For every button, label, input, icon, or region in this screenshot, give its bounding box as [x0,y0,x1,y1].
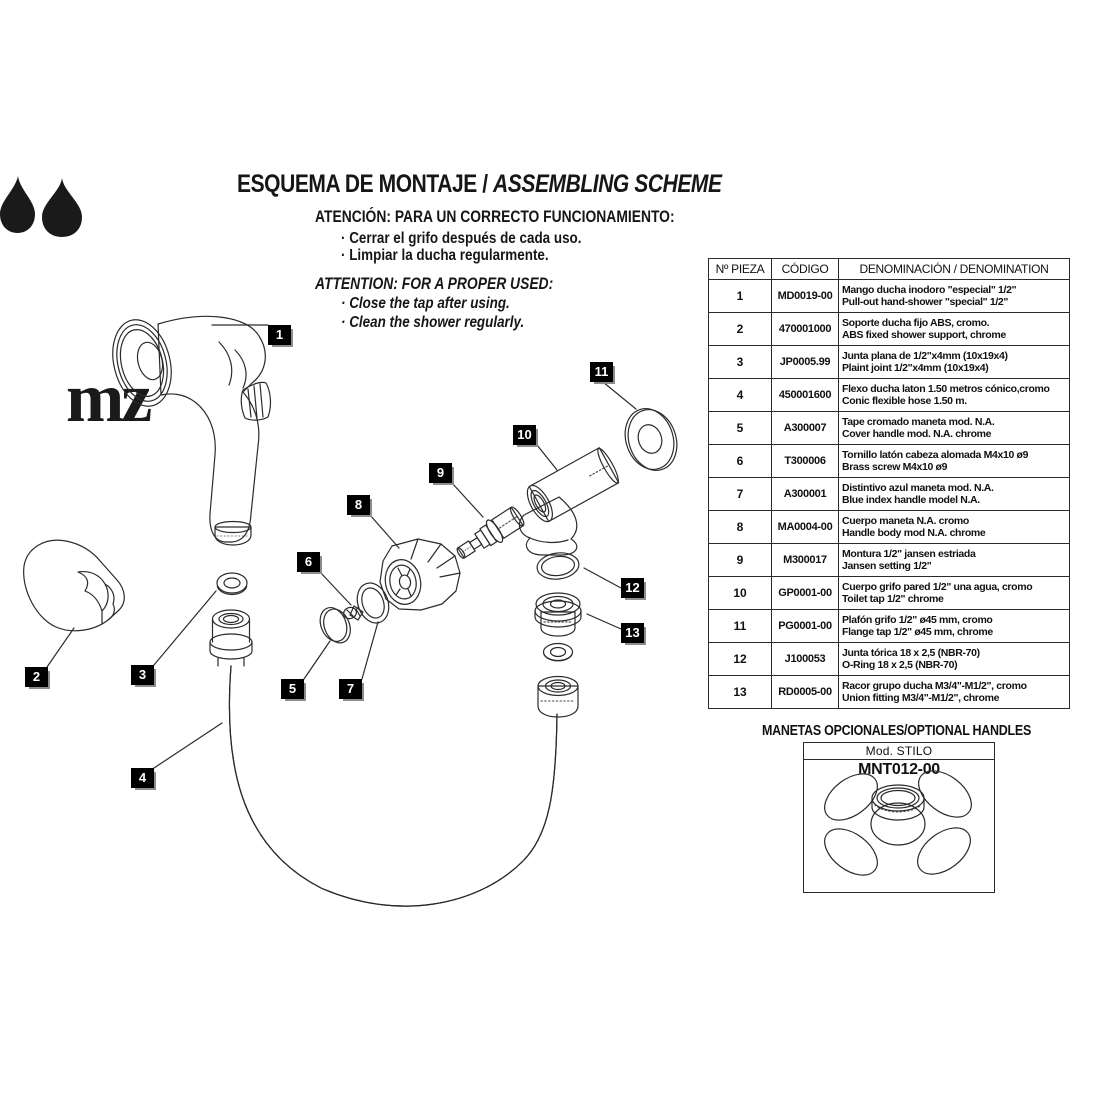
attention-es-heading: ATENCIÓN: PARA UN CORRECTO FUNCIONAMIENT… [315,208,675,226]
part-number-cell: 6 [708,444,772,478]
hand-shower-drawing [112,315,272,546]
part-denomination-cell: Distintivo azul maneta mod. N.A.Blue ind… [838,477,1070,511]
part-number-cell: 1 [708,279,772,313]
part-label-2: 2 [25,667,48,687]
part-code-cell: 450001600 [771,378,839,412]
part-number-cell: 13 [708,675,772,709]
attention-en-bullet-1: · Close the tap after using. [341,295,510,312]
hose-nut [537,685,579,718]
part-denomination-cell: Junta plana de 1/2"x4mm (10x19x4)Plaint … [838,345,1070,379]
flange-drawing [624,408,678,471]
part-number-cell: 12 [708,642,772,676]
index-ring-drawing [356,582,390,624]
leader-lines [46,324,637,769]
part-label-13: 13 [621,623,644,643]
part-number-cell: 10 [708,576,772,610]
screw-drawing [343,605,364,621]
part-label-7: 7 [339,679,362,699]
part-label-8: 8 [347,495,370,515]
part-label-9: 9 [429,463,452,483]
tap-body-drawing [518,447,620,556]
part-denomination-cell: Junta tórica 18 x 2,5 (NBR-70)O-Ring 18 … [838,642,1070,676]
attention-en-bullet-2: · Clean the shower regularly. [341,314,525,331]
attention-es-bullet-1: · Cerrar el grifo después de cada uso. [341,230,582,247]
part-number-cell: 8 [708,510,772,544]
hose-tube [228,665,558,907]
page-title: ESQUEMA DE MONTAJE / ASSEMBLING SCHEME [237,170,722,198]
part-denomination-cell: Flexo ducha laton 1.50 metros cónico,cro… [838,378,1070,412]
optional-handles-box: Mod. STILO MNT012-00 [803,742,995,893]
shower-support-drawing [23,539,125,632]
part-code-cell: M300017 [771,543,839,577]
optional-handle-model: Mod. STILO [804,743,994,760]
attention-en-heading: ATTENTION: FOR A PROPER USED: [315,275,554,293]
col-header-denominacion: DENOMINACIÓN / DENOMINATION [838,258,1070,280]
part-code-cell: GP0001-00 [771,576,839,610]
part-code-cell: MD0019-00 [771,279,839,313]
water-drops-icon [0,176,82,237]
o-ring-drawing [536,552,580,580]
cartridge-drawing [456,506,525,559]
part-code-cell: A300007 [771,411,839,445]
part-label-6: 6 [297,552,320,572]
part-label-10: 10 [513,425,536,445]
part-denomination-cell: Mango ducha inodoro "especial" 1/2"Pull-… [838,279,1070,313]
optional-handle-code: MNT012-00 [858,761,940,778]
parts-table-header-row: Nº PIEZA CÓDIGO DENOMINACIÓN / DENOMINAT… [708,258,1070,280]
part-code-cell: PG0001-00 [771,609,839,643]
part-code-cell: 470001000 [771,312,839,346]
part-label-3: 3 [131,665,154,685]
part-code-cell: RD0005-00 [771,675,839,709]
flexible-hose-drawing [209,609,579,907]
optional-handles-title: MANETAS OPCIONALES/OPTIONAL HANDLES [762,723,1032,739]
cover-cap-drawing [319,607,351,644]
union-fitting-drawing [534,592,582,637]
part-code-cell: MA0004-00 [771,510,839,544]
part-code-cell: A300001 [771,477,839,511]
handle-cap [214,526,252,546]
part-label-4: 4 [131,768,154,788]
part-label-5: 5 [281,679,304,699]
part-denomination-cell: Tape cromado maneta mod. N.A.Cover handl… [838,411,1070,445]
part-label-12: 12 [621,578,644,598]
part-label-11: 11 [590,362,613,382]
spray-nozzle [240,381,272,421]
parts-table: Nº PIEZA CÓDIGO DENOMINACIÓN / DENOMINAT… [708,258,1070,709]
part-label-1: 1 [268,325,291,345]
attention-es-bullet-2: · Limpiar la ducha regularmente. [341,247,549,264]
part-code-cell: T300006 [771,444,839,478]
flat-washer-drawing [216,572,248,596]
page-title-english: ASSEMBLING SCHEME [493,170,722,198]
handle-body-drawing [379,538,461,611]
optional-handle-drawing [824,770,972,876]
